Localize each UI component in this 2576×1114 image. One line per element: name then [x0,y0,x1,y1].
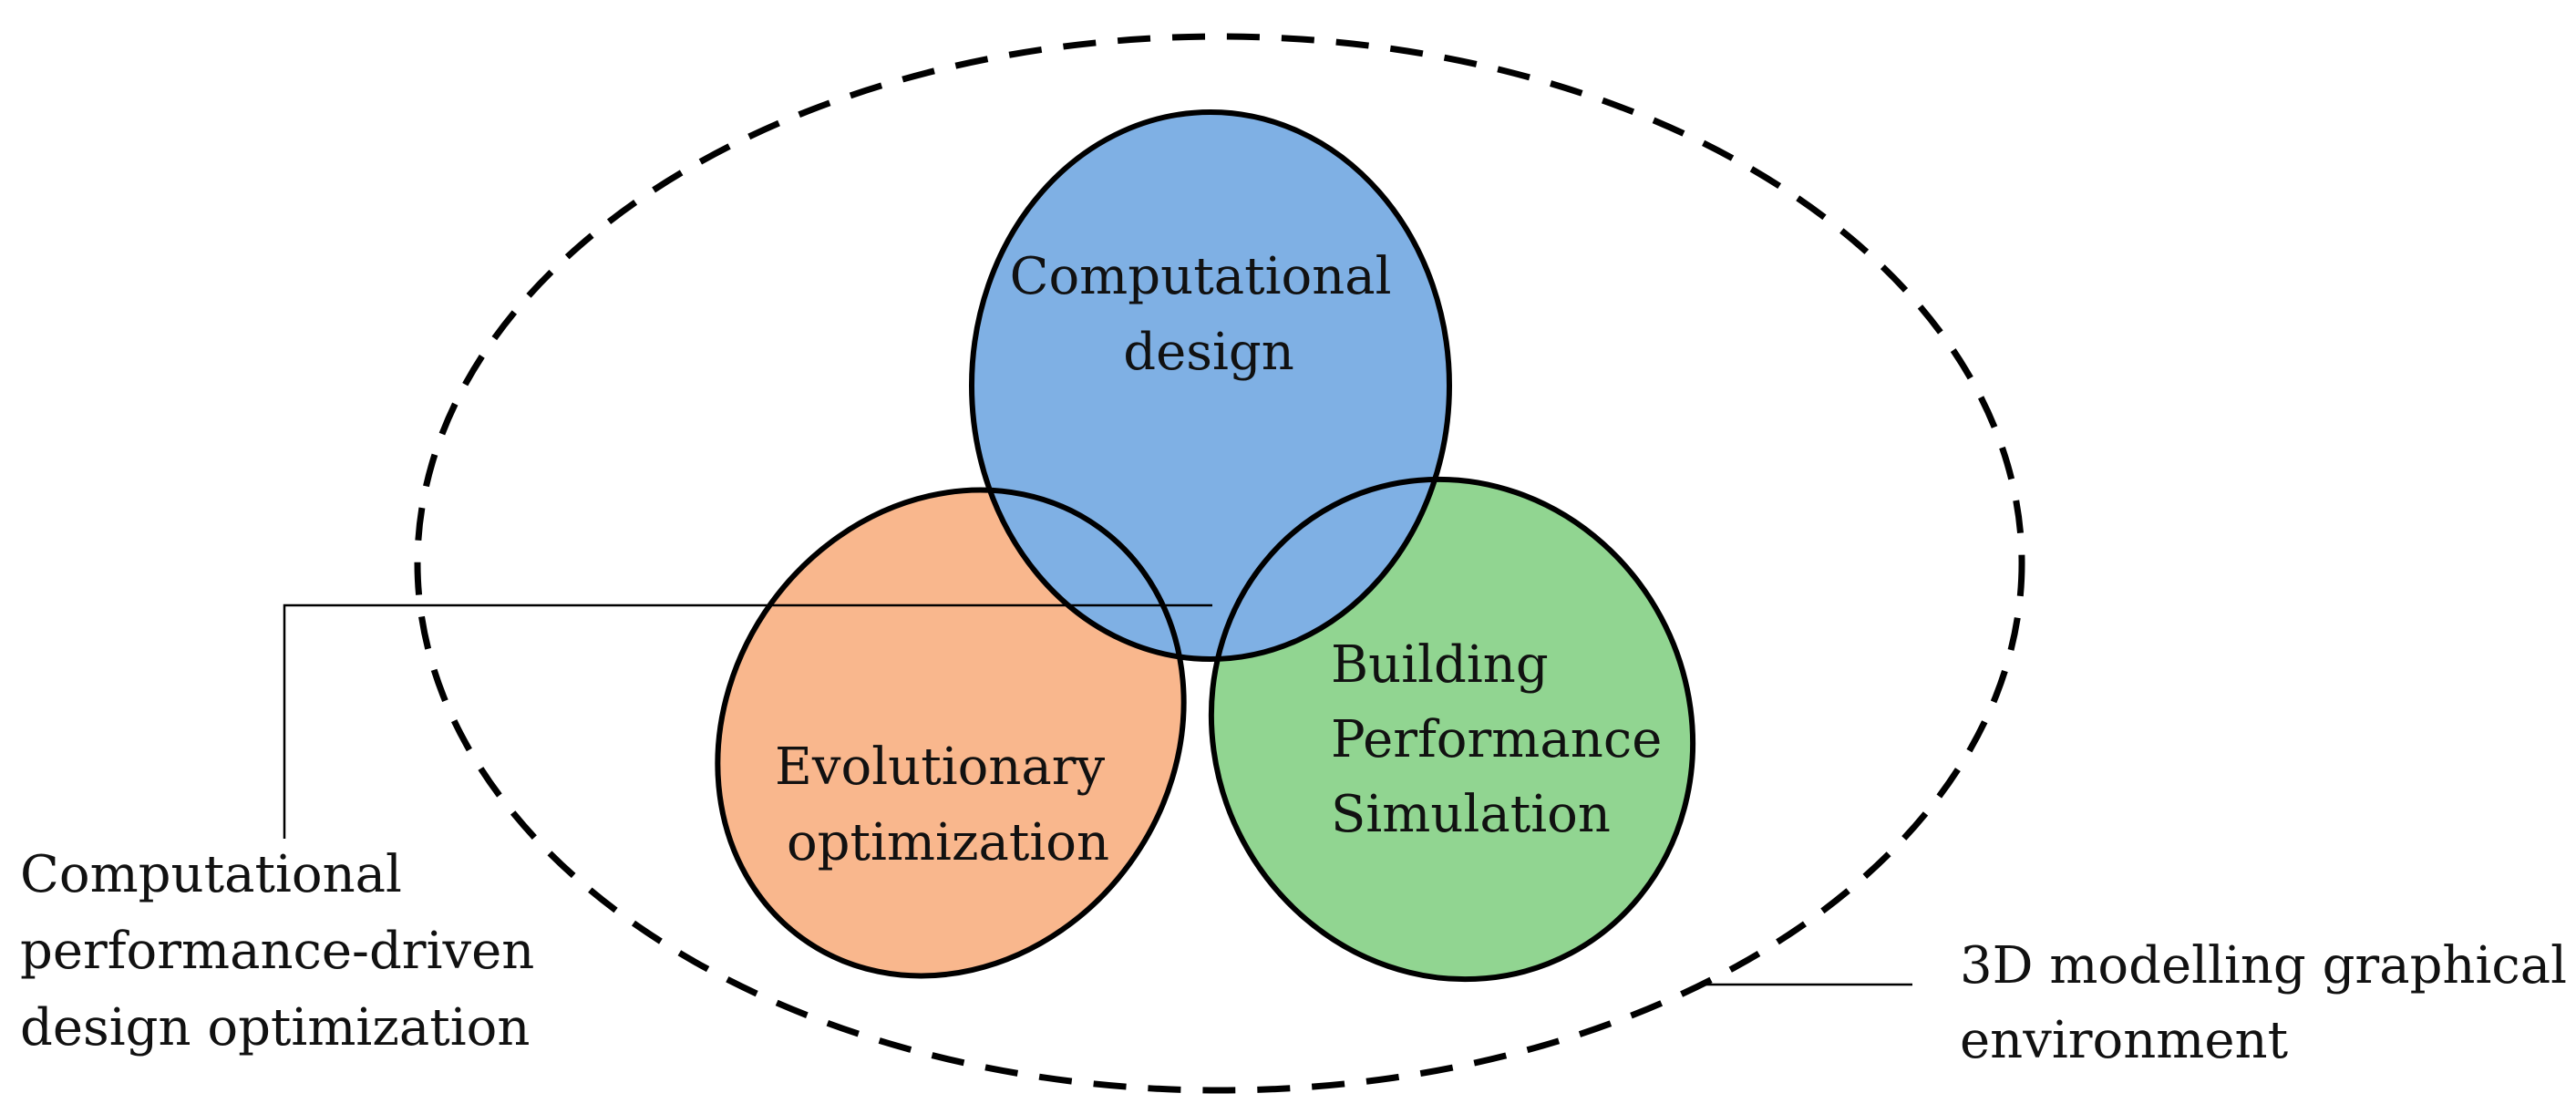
label-line: Performance [1331,710,1662,769]
label-line: Computational [1010,247,1392,306]
computational-design-label: Computational design [1010,247,1408,382]
evolutionary-optimization-outline [715,487,1187,979]
computational-design-outline [969,109,1452,662]
environment-callout-label: 3D modelling graphical environment [1960,936,2576,1070]
callout-line: design optimization [20,998,530,1057]
set-outlines [715,109,1696,983]
label-line: Simulation [1331,785,1611,844]
building-performance-simulation-label: Building Performance Simulation [1331,635,1678,844]
label-line: Evolutionary [775,738,1106,797]
callout-line: performance-driven [20,922,534,981]
callout-line: environment [1960,1011,2289,1070]
environment-boundary [414,33,2025,1094]
label-line: optimization [787,813,1109,872]
evolutionary-optimization-label: Evolutionary optimization [775,738,1121,872]
building-performance-simulation-outline [1208,476,1696,983]
callout-line: Computational [20,845,402,904]
label-line: design [1123,323,1294,382]
callout-line: 3D modelling graphical [1960,936,2567,995]
intersection-leader-line [283,603,1212,839]
evolutionary-optimization-circle [717,490,1184,976]
intersection-callout-label: Computational performance-driven design … [20,845,551,1057]
label-line: Building [1331,635,1549,695]
